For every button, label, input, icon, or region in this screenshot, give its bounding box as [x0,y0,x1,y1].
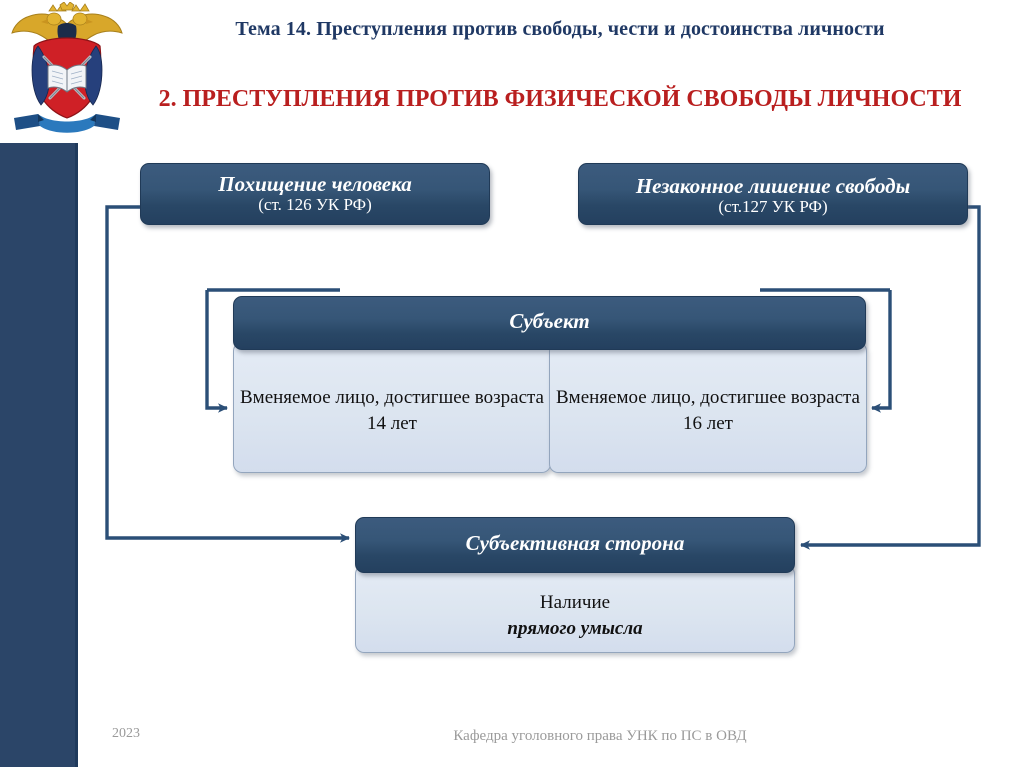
node-kidnapping-title: Похищение человека [218,172,412,196]
left-accent-bar [0,143,78,767]
node-unlawful-detention[interactable]: Незаконное лишение свободы (ст.127 УК РФ… [578,163,968,225]
footer-year: 2023 [112,726,140,741]
node-subjective-side-line2: прямого умысла [356,616,794,642]
node-subjective-side-label: Субъективная сторона [465,531,685,555]
node-kidnapping[interactable]: Похищение человека (ст. 126 УК РФ) [140,163,490,225]
node-subjective-side-heading[interactable]: Субъективная сторона [355,517,795,573]
page-title: 2. ПРЕСТУПЛЕНИЯ ПРОТИВ ФИЗИЧЕСКОЙ СВОБОД… [158,86,962,112]
node-subjective-side-line1: Наличие [539,592,611,613]
arrow-kidnap-to-subject14 [205,290,228,413]
arrow-unlawful-to-subject16 [871,290,892,413]
topic-heading: Тема 14. Преступления против свободы, че… [235,18,885,40]
node-subject-heading[interactable]: Субъект [233,296,866,350]
node-subject-age-14-text: Вменяемое лицо, достигшее возраста 14 ле… [240,387,544,434]
node-unlawful-detention-article: (ст.127 УК РФ) [718,197,828,217]
node-subject-age-16[interactable]: Вменяемое лицо, достигшее возраста 16 ле… [549,342,867,473]
node-subject-heading-label: Субъект [509,309,590,333]
node-subject-age-16-text: Вменяемое лицо, достигшее возраста 16 ле… [556,387,860,434]
node-unlawful-detention-title: Незаконное лишение свободы [635,174,911,198]
footer-department: Кафедра уголовного права УНК по ПС в ОВД [453,728,747,744]
node-subject-age-14[interactable]: Вменяемое лицо, достигшее возраста 14 ле… [233,342,551,473]
mvd-emblem-icon [8,1,126,142]
node-kidnapping-article: (ст. 126 УК РФ) [258,195,372,215]
node-subjective-side-body[interactable]: Наличие прямого умысла [355,565,795,653]
node-subjective-side-line2-text: прямого умысла [507,617,643,639]
